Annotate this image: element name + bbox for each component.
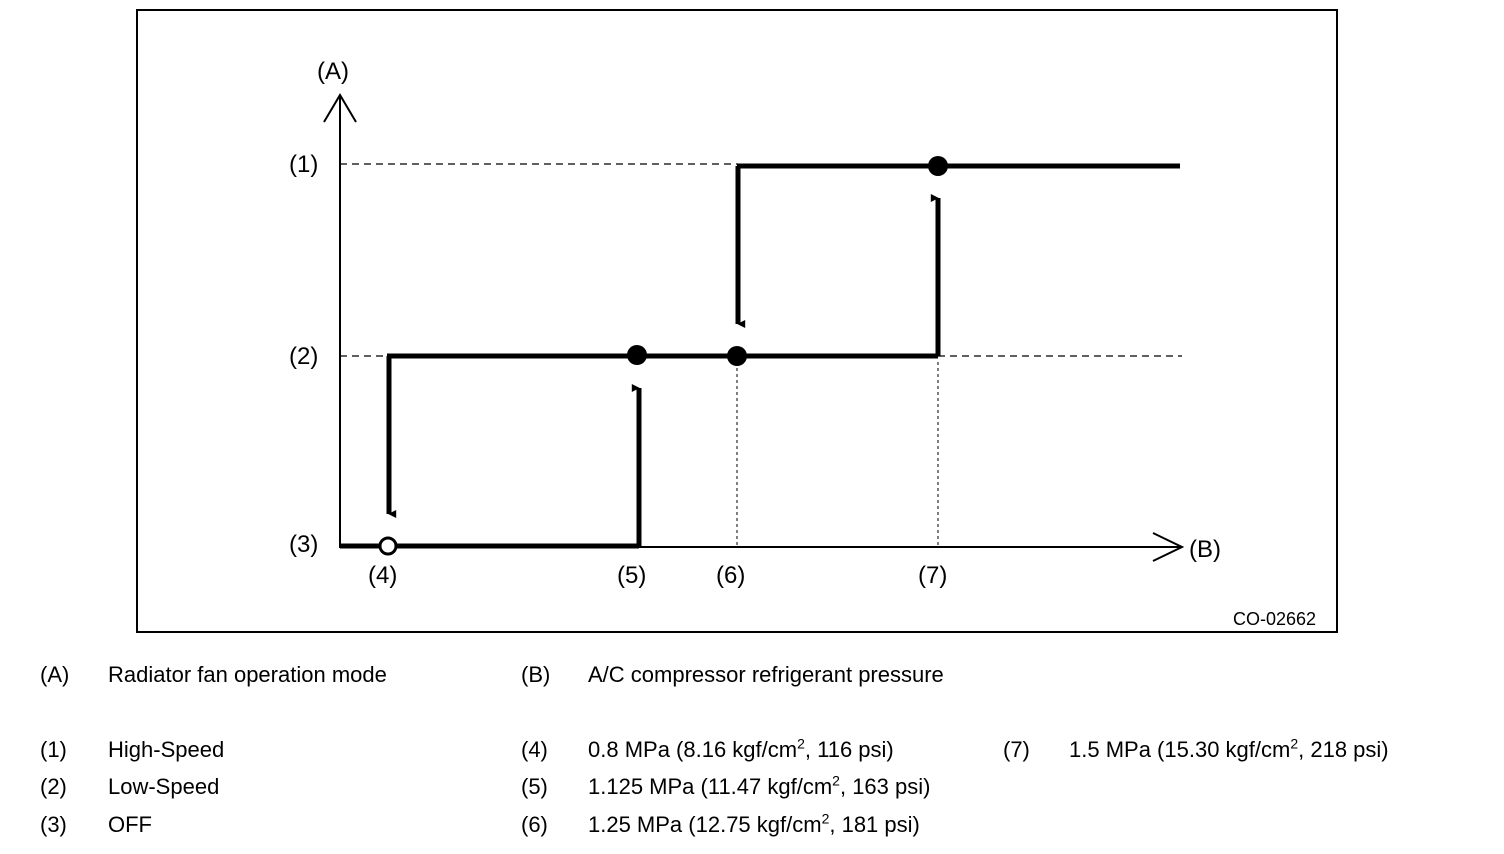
point-label-6: (6) (716, 562, 745, 589)
level-label-2: (2) (289, 343, 318, 370)
legend-key-7: (7) (1003, 737, 1030, 762)
legend-text-4-sup: 2 (797, 735, 805, 752)
legend-text-7: 1.5 MPa (15.30 kgf/cm2, 218 psi) (1069, 737, 1389, 763)
point-6-marker (727, 346, 747, 366)
axis-b-label: (B) (1189, 536, 1221, 563)
x-axis-arrowhead (1152, 532, 1185, 562)
legend-text-5: 1.125 MPa (11.47 kgf/cm2, 163 psi) (588, 774, 930, 800)
legend-text-5-sup: 2 (832, 772, 840, 789)
legend-text-4-main: 0.8 MPa (8.16 kgf/cm (588, 737, 798, 762)
legend-key-3: (3) (40, 812, 67, 837)
dotted-guides (736, 362, 939, 546)
fan-mode-diagram: (A) (B) (1) (2) (3) (4) (5) (6) (7) CO-0… (136, 9, 1338, 633)
operation-lines (340, 163, 1180, 549)
legend-text-6-tail: , 181 psi) (829, 812, 920, 837)
legend-text-7-sup: 2 (1290, 735, 1299, 752)
legend-key-5: (5) (521, 774, 548, 799)
point-label-5: (5) (617, 562, 646, 589)
legend-key-b: (B) (521, 662, 551, 687)
legend-text-6: 1.25 MPa (12.75 kgf/cm2, 181 psi) (588, 812, 920, 838)
level-label-1: (1) (289, 151, 318, 178)
level-label-3: (3) (289, 531, 318, 558)
point-4-marker (378, 536, 398, 556)
diagram-frame (136, 9, 1338, 633)
legend-text-2: Low-Speed (108, 774, 220, 799)
figure-code: CO-02662 (1233, 609, 1316, 629)
point-label-4: (4) (368, 562, 397, 589)
legend-text-4: 0.8 MPa (8.16 kgf/cm2, 116 psi) (588, 737, 894, 763)
legend-key-6: (6) (521, 812, 548, 837)
point-label-7: (7) (918, 562, 947, 589)
legend-text-7-tail: , 218 psi) (1298, 737, 1389, 762)
legend-text-6-sup: 2 (821, 810, 830, 827)
legend-text-7-main: 1.5 MPa (15.30 kgf/cm (1069, 737, 1291, 762)
legend-text-5-tail: , 163 psi) (839, 774, 931, 799)
legend-text-b: A/C compressor refrigerant pressure (588, 662, 944, 687)
legend-text-a: Radiator fan operation mode (108, 662, 387, 687)
axis-a-label: (A) (317, 58, 349, 85)
legend-text-3: OFF (108, 812, 152, 837)
y-axis-arrowhead (323, 93, 357, 123)
point-7-marker (928, 156, 948, 176)
point-5-marker (627, 345, 647, 365)
legend-key-a: (A) (40, 662, 70, 687)
legend-key-4: (4) (521, 737, 548, 762)
legend-key-2: (2) (40, 774, 67, 799)
legend-text-6-main: 1.25 MPa (12.75 kgf/cm (588, 812, 822, 837)
legend-text-5-main: 1.125 MPa (11.47 kgf/cm (588, 774, 833, 799)
legend-text-1: High-Speed (108, 737, 225, 762)
legend-text-4-tail: , 116 psi) (804, 737, 894, 762)
legend-key-1: (1) (40, 737, 67, 762)
dashed-guides (340, 163, 1182, 357)
